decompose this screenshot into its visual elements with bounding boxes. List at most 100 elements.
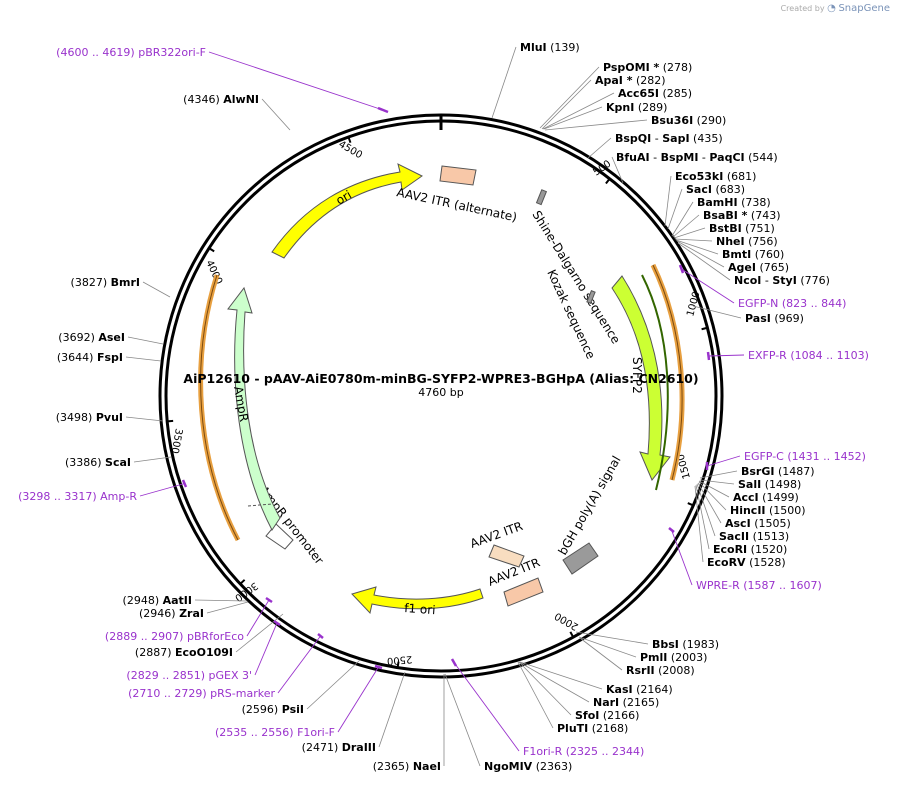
watermark-app: SnapGene: [838, 3, 890, 14]
site-leader-line: [541, 79, 592, 130]
restriction-site-label[interactable]: NarI (2165): [593, 696, 659, 709]
restriction-site-label[interactable]: BbsI (1983): [652, 638, 719, 651]
feature-syfp2-label: SYFP2: [630, 357, 644, 394]
restriction-site-label[interactable]: Bsu36I (290): [651, 114, 726, 127]
primer-name: EXFP-R: [748, 349, 787, 362]
restriction-site-label[interactable]: (3692) AseI: [58, 331, 125, 344]
primer-label[interactable]: (2889 .. 2907) pBRforEco: [105, 630, 244, 643]
restriction-site-label[interactable]: BsrGI (1487): [741, 465, 815, 478]
restriction-site-label[interactable]: SacII (1513): [719, 530, 789, 543]
restriction-site-label[interactable]: SfoI (2166): [575, 709, 639, 722]
restriction-site-label[interactable]: NgoMIV (2363): [484, 760, 572, 773]
feature-aav2-itr-alternate-box[interactable]: [439, 165, 477, 186]
restriction-site-label[interactable]: NcoI - StyI (776): [734, 274, 830, 287]
restriction-site-label[interactable]: PluTI (2168): [557, 722, 628, 735]
primer-leader-line: [254, 622, 278, 676]
feature-ori-arrow[interactable]: [271, 163, 423, 259]
site-position: (2164): [636, 683, 673, 696]
site-position: (2363): [536, 760, 573, 773]
feature-ampr-promoter-arrow[interactable]: [265, 523, 294, 550]
primer-range: (1587 .. 1607): [743, 579, 822, 592]
primer-mark: [273, 619, 281, 627]
primer-label[interactable]: (4600 .. 4619) pBR322ori-F: [56, 46, 206, 59]
site-name: PluTI: [557, 722, 588, 735]
restriction-site-label[interactable]: AgeI (765): [728, 261, 789, 274]
restriction-site-label[interactable]: KpnI (289): [606, 101, 667, 114]
primer-leader-line: [453, 662, 520, 752]
feature-aav2-itr-box[interactable]: [488, 544, 525, 568]
site-position: (776): [800, 274, 830, 287]
restriction-site-label[interactable]: AccI (1499): [733, 491, 799, 504]
restriction-site-label[interactable]: (3644) FspI: [57, 351, 123, 364]
restriction-site-label[interactable]: (3827) BmrI: [71, 276, 140, 289]
primer-label[interactable]: (2829 .. 2851) pGEX 3': [126, 669, 252, 682]
restriction-site-label[interactable]: AscI (1505): [725, 517, 791, 530]
primer-label[interactable]: EGFP-C (1431 .. 1452): [744, 450, 866, 463]
restriction-site-label[interactable]: EcoRV (1528): [707, 556, 786, 569]
site-position: (2003): [671, 651, 708, 664]
restriction-site-label[interactable]: (3498) PvuI: [56, 411, 123, 424]
restriction-site-label[interactable]: (2887) EcoO109I: [135, 646, 233, 659]
site-position: (278): [663, 61, 693, 74]
site-name: MluI: [520, 41, 547, 54]
site-position: (1528): [749, 556, 786, 569]
restriction-site-label[interactable]: (2948) AatII: [123, 594, 192, 607]
site-position: (2596): [242, 703, 279, 716]
restriction-site-label[interactable]: Eco53kI (681): [675, 170, 756, 183]
primer-mark: [706, 351, 711, 361]
restriction-site-label[interactable]: PmlI (2003): [640, 651, 707, 664]
primer-name: pRS-marker: [210, 687, 275, 700]
restriction-site-label[interactable]: SalI (1498): [738, 478, 801, 491]
feature-shine-dalgarno-box[interactable]: [535, 189, 548, 206]
restriction-site-label[interactable]: HincII (1500): [730, 504, 806, 517]
restriction-site-label[interactable]: PasI (969): [745, 312, 804, 325]
feature-kozak-box[interactable]: [586, 290, 596, 304]
restriction-site-label[interactable]: BspQI - SapI (435): [615, 132, 723, 145]
restriction-site-label[interactable]: BfuAI - BspMI - PaqCI (544): [616, 151, 778, 164]
site-leader-line: [699, 470, 738, 479]
feature-aav2-itr-lower-box[interactable]: [503, 577, 544, 607]
restriction-site-label[interactable]: KasI (2164): [606, 683, 673, 696]
restriction-site-label[interactable]: ApaI * (282): [595, 74, 666, 87]
feature-f1-ori-label: f1 ori: [404, 601, 436, 617]
restriction-site-label[interactable]: RsrII (2008): [626, 664, 695, 677]
restriction-site-label[interactable]: (2596) PsiI: [242, 703, 304, 716]
restriction-site-label[interactable]: SacI (683): [686, 183, 745, 196]
restriction-site-label[interactable]: BsaBI * (743): [703, 209, 781, 222]
feature-bgh-polya-box[interactable]: [562, 542, 599, 575]
feature-ampr-arrow[interactable]: [227, 286, 281, 531]
restriction-site-label[interactable]: (2365) NaeI: [373, 760, 441, 773]
site-name: NheI: [716, 235, 745, 248]
restriction-site-label[interactable]: EcoRI (1520): [713, 543, 787, 556]
primer-name: pBR322ori-F: [138, 46, 206, 59]
restriction-site-label[interactable]: BmtI (760): [722, 248, 784, 261]
feature-syfp2-arrow[interactable]: [611, 275, 671, 481]
primer-label[interactable]: (2535 .. 2556) F1ori-F: [215, 726, 335, 739]
primer-leader-line: [139, 483, 185, 497]
restriction-site-label[interactable]: Acc65I (285): [618, 87, 692, 100]
feature-ampr-label: AmpR: [231, 385, 251, 423]
primer-label[interactable]: F1ori-R (2325 .. 2344): [523, 745, 644, 758]
feature-aav2-itr-alternate-label: AAV2 ITR (alternate): [395, 185, 518, 224]
restriction-site-label[interactable]: BstBI (751): [709, 222, 775, 235]
feature-f1-ori-arrow[interactable]: [351, 586, 484, 615]
site-leader-line: [444, 673, 481, 767]
restriction-site-label[interactable]: MluI (139): [520, 41, 580, 54]
site-position: (3644): [57, 351, 94, 364]
primer-label[interactable]: WPRE-R (1587 .. 1607): [696, 579, 822, 592]
primer-label[interactable]: EXFP-R (1084 .. 1103): [748, 349, 869, 362]
primer-mark: [374, 664, 383, 670]
primer-label[interactable]: (2710 .. 2729) pRS-marker: [128, 687, 275, 700]
tick-mark: [605, 177, 612, 185]
restriction-site-label[interactable]: NheI (756): [716, 235, 778, 248]
restriction-site-label[interactable]: PspOMI * (278): [603, 61, 692, 74]
site-name: BspMI: [661, 151, 699, 164]
restriction-site-label[interactable]: (3386) ScaI: [65, 456, 131, 469]
primer-label[interactable]: (3298 .. 3317) Amp-R: [18, 490, 137, 503]
restriction-site-label[interactable]: (2471) DraIII: [302, 741, 376, 754]
restriction-site-label[interactable]: (4346) AlwNI: [183, 93, 259, 106]
site-leader-line: [676, 240, 725, 268]
restriction-site-label[interactable]: BamHI (738): [697, 196, 771, 209]
primer-label[interactable]: EGFP-N (823 .. 844): [738, 297, 846, 310]
restriction-site-label[interactable]: (2946) ZraI: [139, 607, 204, 620]
